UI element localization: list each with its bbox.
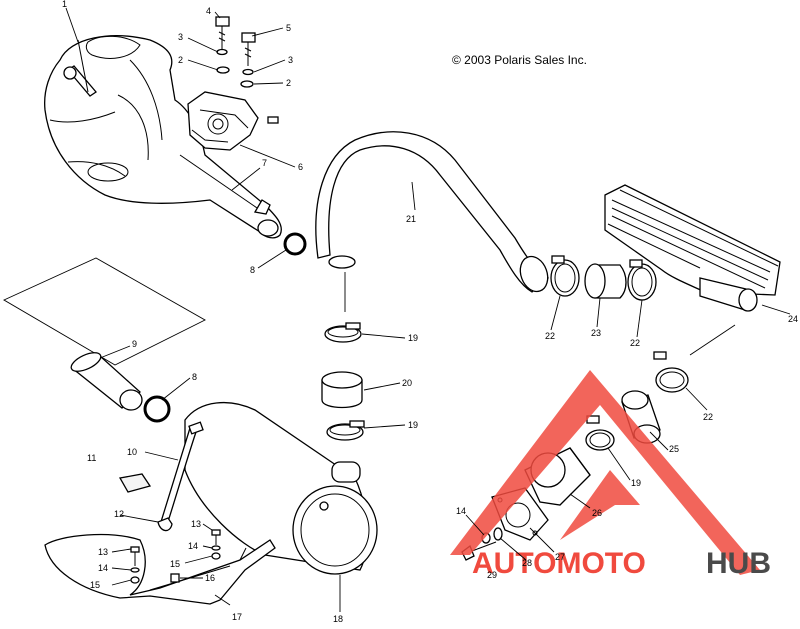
label-19-middle: 19 [408, 420, 418, 430]
label-25: 25 [669, 444, 679, 454]
label-9: 9 [132, 339, 137, 349]
bracket-17 [44, 533, 276, 605]
label-18: 18 [333, 614, 343, 624]
label-24: 24 [788, 314, 798, 324]
label-21: 21 [406, 214, 416, 224]
label-5: 5 [286, 23, 291, 33]
label-26: 26 [592, 508, 602, 518]
guide-line-24 [689, 324, 736, 356]
clamp-8-lower [143, 395, 171, 423]
fasteners-left [130, 529, 221, 584]
label-8-lower: 8 [192, 372, 197, 382]
exhaust-pipe-9 [70, 352, 143, 411]
watermark-text-automoto: AUTOMOTO [472, 547, 646, 580]
label-13-left: 13 [98, 547, 108, 557]
clamp-19-upper [324, 322, 362, 343]
part-numbers: 1 2 3 4 5 3 2 6 7 8 9 8 10 11 12 13 14 1… [62, 0, 798, 624]
manifold-flange [187, 91, 279, 151]
label-10: 10 [127, 447, 137, 457]
rubber-pad-11 [118, 473, 152, 493]
bolt-5 [240, 32, 256, 88]
label-14-lower: 14 [456, 506, 466, 516]
strap-10 [157, 517, 173, 532]
label-22-left: 22 [545, 331, 555, 341]
expansion-chamber [44, 35, 282, 239]
label-15-right: 15 [170, 559, 180, 569]
label-22-lower: 22 [703, 412, 713, 422]
clamp-19-lower [585, 415, 615, 451]
label-23: 23 [591, 328, 601, 338]
clamp-22-left [550, 255, 580, 297]
label-2-left: 2 [178, 55, 183, 65]
label-20: 20 [402, 378, 412, 388]
guide-lines [3, 257, 206, 366]
label-28: 28 [522, 558, 532, 568]
muffler [159, 401, 378, 575]
clamp-22-right [627, 259, 657, 301]
label-13-right: 13 [191, 519, 201, 529]
watermark-logo: AUTOMOTO HUB [450, 370, 771, 580]
watermark-text-hub: HUB [706, 547, 771, 580]
watermark-triangle [450, 370, 760, 575]
label-15-left: 15 [90, 580, 100, 590]
leader-lines [65, 7, 791, 612]
label-27: 27 [555, 552, 565, 562]
label-29: 29 [487, 570, 497, 580]
label-4: 4 [206, 6, 211, 16]
label-19-lower: 19 [631, 478, 641, 488]
label-3-left: 3 [178, 32, 183, 42]
crossover-pipe-21 [315, 131, 550, 293]
bolt-4 [215, 16, 230, 74]
label-2-right: 2 [286, 78, 291, 88]
sleeve-23 [584, 263, 627, 299]
label-22-right: 22 [630, 338, 640, 348]
label-3-right: 3 [288, 55, 293, 65]
label-1: 1 [62, 0, 67, 9]
sleeve-20 [321, 371, 363, 409]
heat-exchanger-24 [604, 184, 781, 312]
label-17: 17 [232, 612, 242, 622]
label-14-right: 14 [188, 541, 198, 551]
label-8-upper: 8 [250, 265, 255, 275]
label-16: 16 [205, 573, 215, 583]
clamp-22-lower [653, 351, 689, 393]
label-11: 11 [87, 453, 96, 463]
clamp-8-upper [283, 232, 307, 256]
label-14-left: 14 [98, 563, 108, 573]
label-6: 6 [298, 162, 303, 172]
label-19-upper: 19 [408, 333, 418, 343]
label-12: 12 [114, 509, 124, 519]
label-7: 7 [262, 158, 267, 168]
copyright-text: © 2003 Polaris Sales Inc. [452, 53, 587, 67]
clamp-19-middle [326, 420, 365, 441]
